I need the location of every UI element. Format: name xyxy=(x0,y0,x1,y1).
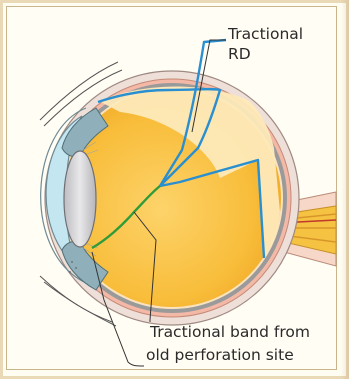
lens xyxy=(64,151,96,247)
label-tractional-rd-line2: RD xyxy=(228,44,251,64)
label-band-line1: Tractional band from xyxy=(150,322,310,342)
label-band-line2: old perforation site xyxy=(146,345,294,365)
label-tractional-rd-line1: Tractional xyxy=(228,24,303,44)
